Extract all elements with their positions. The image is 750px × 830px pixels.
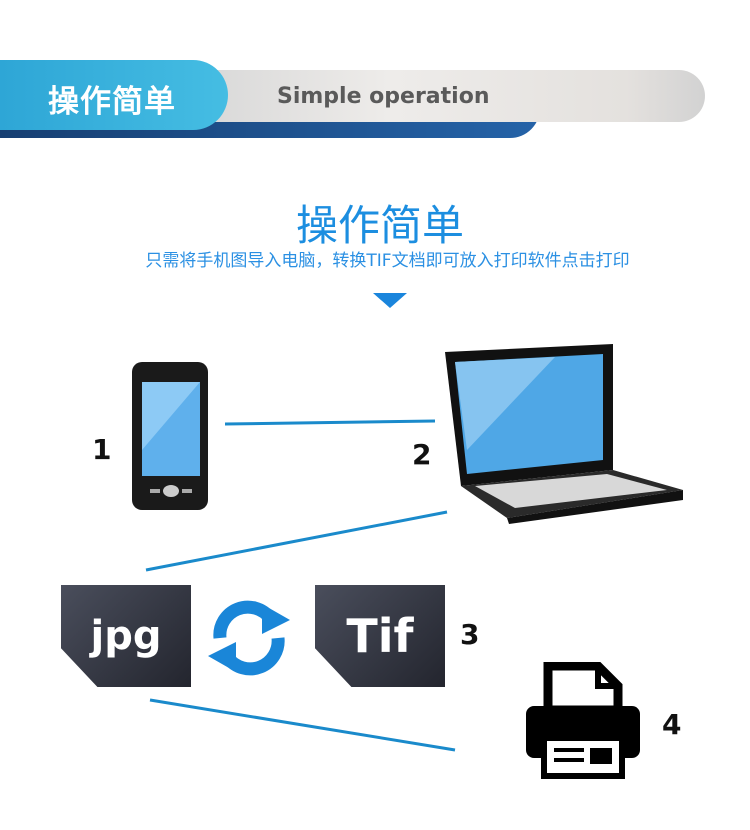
step-number: 3 [460,618,480,651]
banner-grey-pill [180,70,705,122]
banner-title-cn: 操作简单 [48,84,176,120]
page-subtitle: 只需将手机图导入电脑，转换TIF文档即可放入打印软件点击打印 [145,251,630,271]
connector-line [224,419,436,426]
laptop-icon [445,344,683,524]
page-title: 操作简单 [295,201,464,250]
step-number: 2 [412,438,432,471]
step-number: 4 [662,708,682,741]
connector-line [145,510,448,572]
tif-file-icon: Tif [315,585,445,687]
banner-title-en: Simple operation [277,84,490,109]
connector-line [149,698,456,752]
down-arrow-icon [373,293,407,308]
convert-refresh-icon [208,600,290,676]
banner-blue-pill [0,60,228,130]
phone-icon [132,362,208,510]
printer-icon [526,662,640,779]
step-number: 1 [92,433,112,466]
jpg-file-icon: jpg [61,585,191,687]
